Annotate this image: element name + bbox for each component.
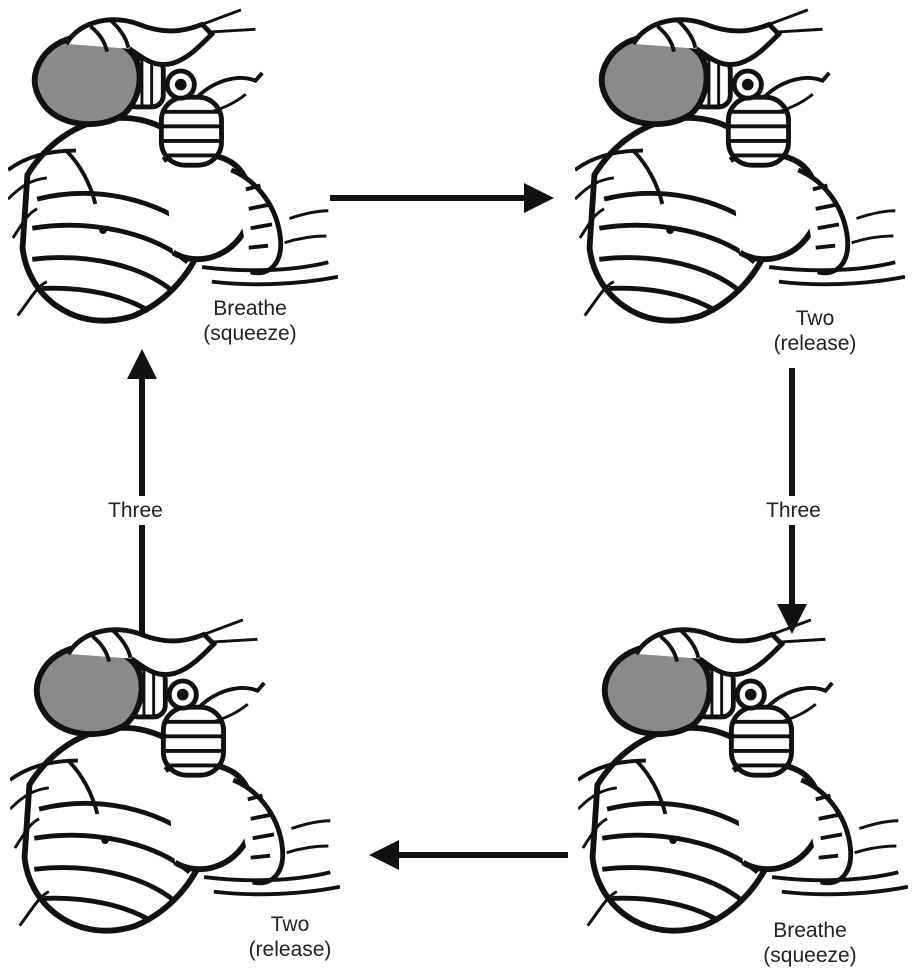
step-panel-top-left [8,5,338,335]
connector-label-left: Three [108,496,163,525]
step-caption-top-right: Two (release) [755,306,875,356]
connector-label-right: Three [766,496,821,525]
step-caption-line1: Two [230,912,350,937]
step-panel-bottom-right [578,615,908,945]
bag-valve-mask-illustration [575,5,905,335]
bag-valve-mask-illustration [578,615,908,945]
step-caption-line1: Two [755,306,875,331]
step-caption-line1: Breathe [745,918,875,943]
step-panel-bottom-left [10,615,340,945]
step-caption-bottom-right: Breathe (squeeze) [745,918,875,968]
step-caption-line1: Breathe [185,296,315,321]
bag-valve-mask-illustration [8,5,338,335]
step-caption-line2: (release) [230,937,350,962]
step-caption-bottom-left: Two (release) [230,912,350,962]
step-panel-top-right [575,5,905,335]
bag-valve-mask-illustration [10,615,340,945]
step-caption-top-left: Breathe (squeeze) [185,296,315,346]
step-caption-line2: (squeeze) [185,321,315,346]
step-caption-line2: (squeeze) [745,943,875,968]
step-caption-line2: (release) [755,331,875,356]
